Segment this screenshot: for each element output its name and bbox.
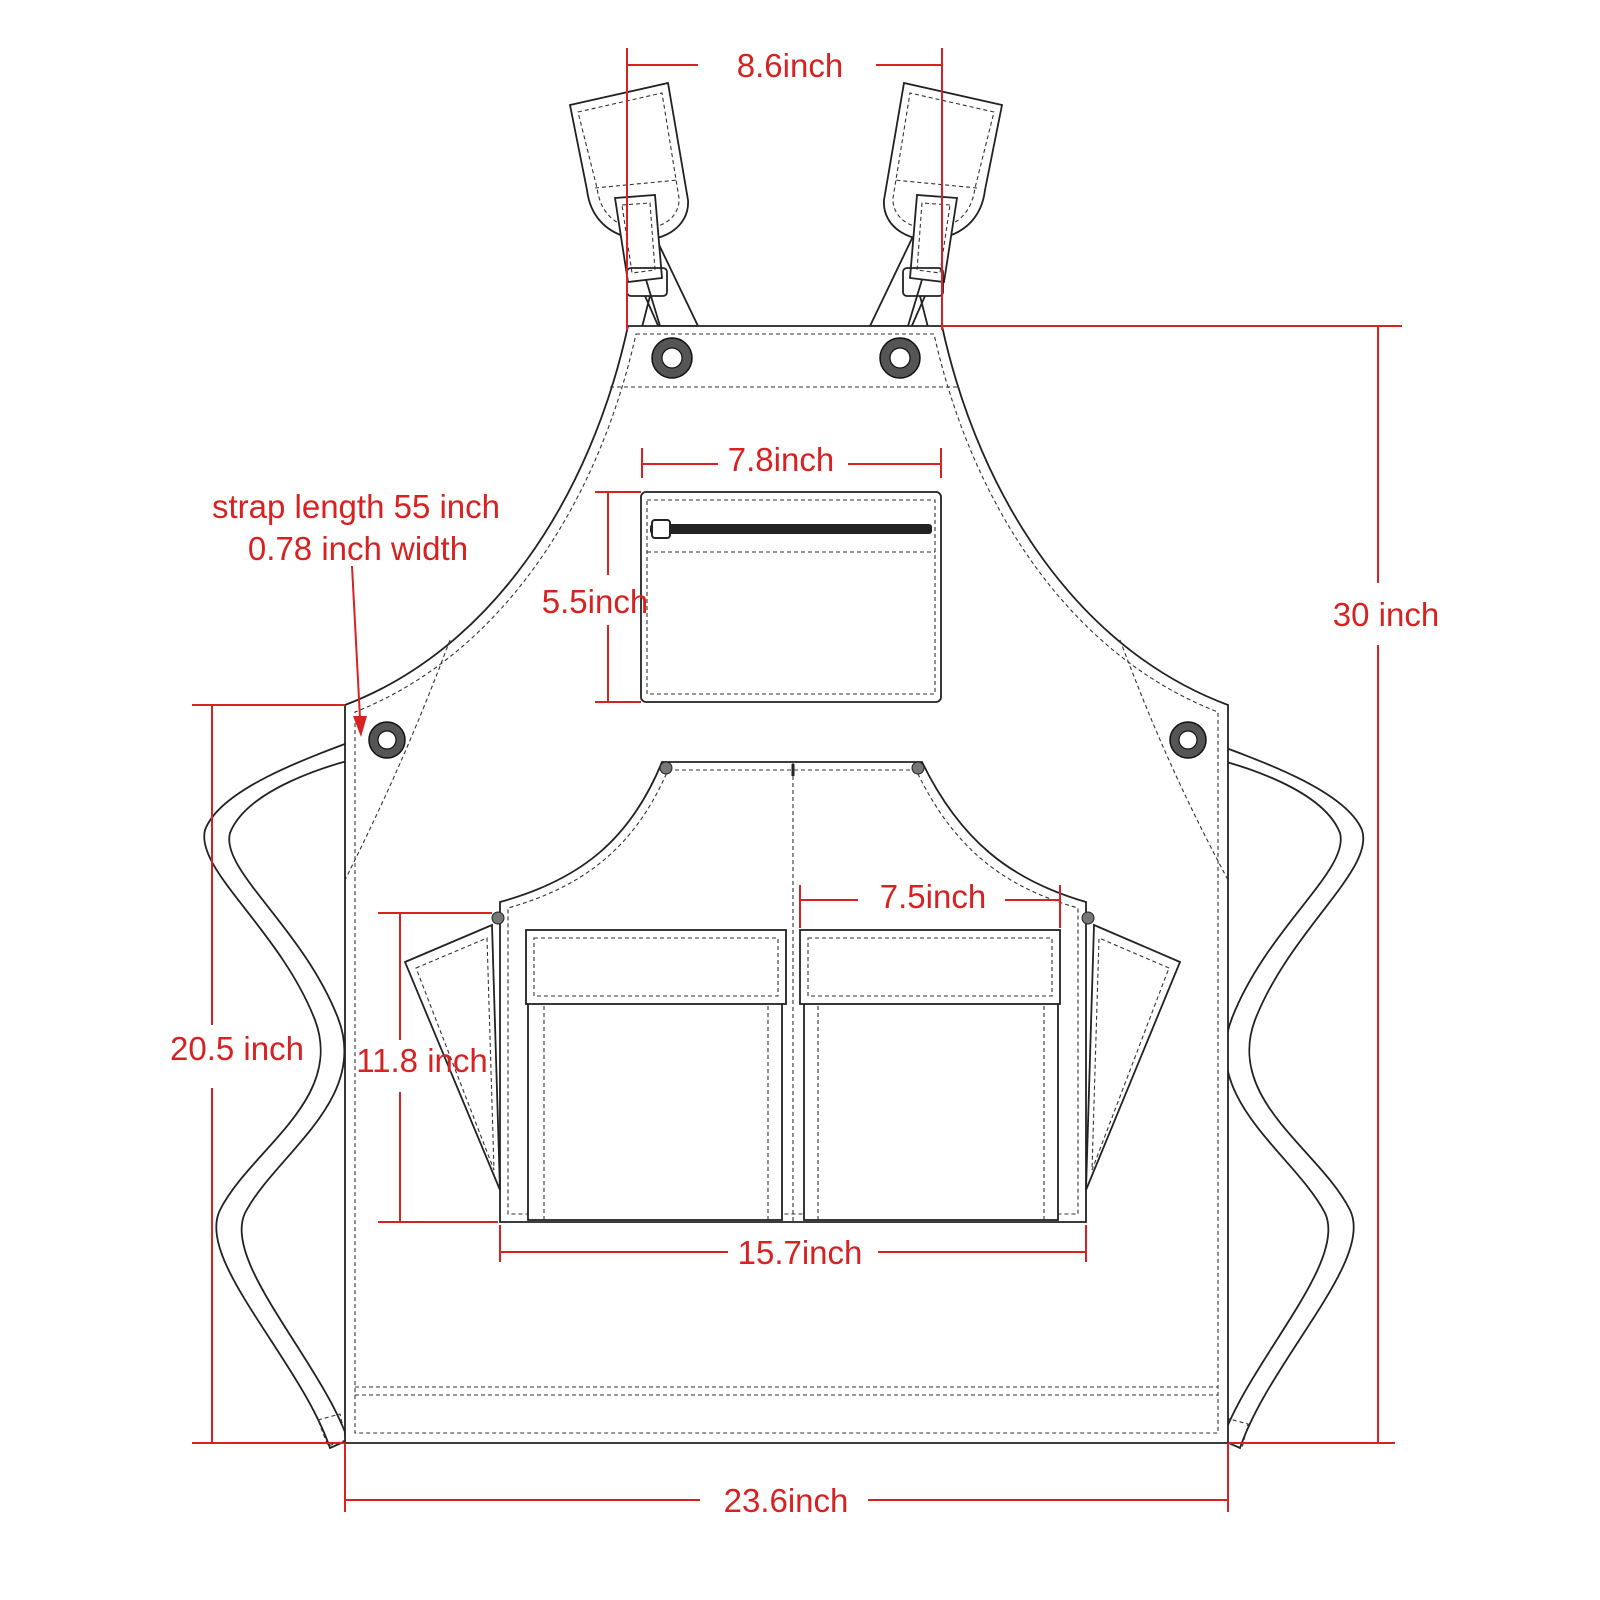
- strap-top-width-label: 8.6inch: [737, 47, 843, 84]
- strap-width-label: 0.78 inch width: [248, 530, 468, 567]
- right-side-grommet: [1169, 721, 1207, 759]
- total-length-dimension: 30 inch: [942, 325, 1439, 1444]
- right-side-stitch: [1119, 639, 1229, 881]
- bottom-width-dimension: 23.6inch: [344, 1443, 1229, 1519]
- side-length-label: 20.5 inch: [170, 1030, 304, 1067]
- top-left-grommet: [651, 337, 693, 379]
- top-right-grommet: [879, 337, 921, 379]
- zipper-icon: [650, 524, 932, 534]
- apron-body-stitch: [354, 333, 1219, 1434]
- pocket-total-width-dimension: 15.7inch: [499, 1225, 1087, 1271]
- chest-pocket-width-label: 7.8inch: [728, 441, 834, 478]
- chest-pocket-width-dimension: 7.8inch: [641, 441, 942, 478]
- left-side-pocket: [403, 923, 501, 1191]
- strap-note: strap length 55 inch 0.78 inch width: [212, 488, 500, 737]
- front-right-pocket: [799, 929, 1061, 1221]
- front-left-pocket: [525, 929, 787, 1221]
- left-shoulder-strap: [568, 81, 700, 341]
- chest-pocket-height-dimension: 5.5inch: [542, 491, 648, 703]
- pocket-half-width-label: 7.5inch: [880, 878, 986, 915]
- left-side-stitch: [344, 639, 451, 881]
- chest-pocket-height-label: 5.5inch: [542, 583, 648, 620]
- chest-zip-pocket: [640, 491, 942, 703]
- pocket-total-width-label: 15.7inch: [738, 1234, 863, 1271]
- strap-length-label: strap length 55 inch: [212, 488, 500, 525]
- arrow-head-icon: [353, 716, 367, 737]
- right-side-pocket: [1085, 923, 1182, 1191]
- total-length-label: 30 inch: [1333, 596, 1439, 633]
- strap-top-width-dimension: 8.6inch: [626, 47, 943, 330]
- right-shoulder-strap: [868, 81, 1004, 341]
- pocket-height-label: 11.8 inch: [356, 1042, 487, 1079]
- left-side-grommet: [368, 721, 406, 759]
- bottom-width-label: 23.6inch: [724, 1482, 849, 1519]
- right-waist-strap: [1183, 733, 1365, 1450]
- pocket-half-width-dimension: 7.5inch: [799, 878, 1061, 928]
- pocket-height-dimension: 11.8 inch: [356, 912, 498, 1223]
- side-length-dimension: 20.5 inch: [170, 704, 345, 1444]
- zipper-pull-icon: [651, 519, 671, 539]
